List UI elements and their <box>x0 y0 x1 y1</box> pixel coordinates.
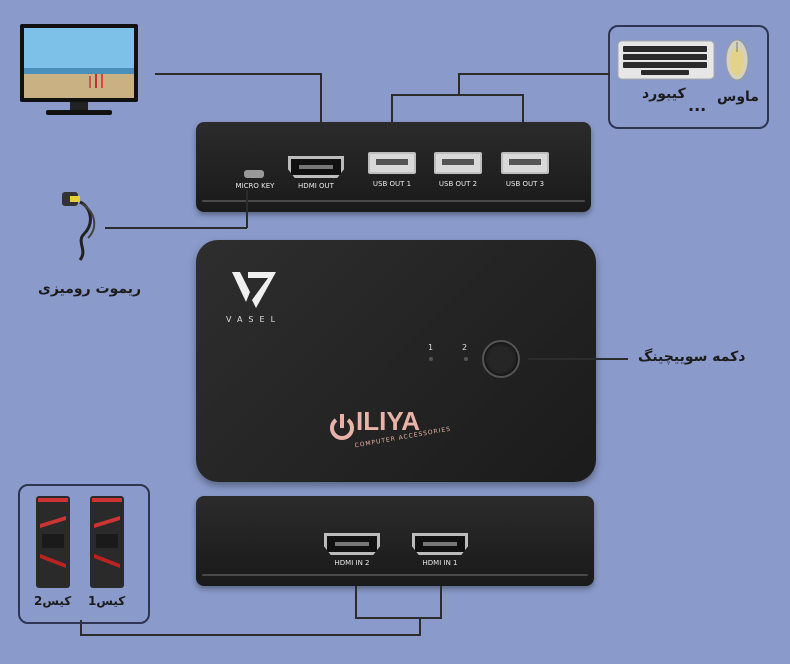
remote-connector-drop <box>246 190 248 228</box>
switch-input-panel: HDMI IN 2 HDMI IN 1 <box>196 496 594 586</box>
mouse-label: ماوس <box>717 89 759 105</box>
hdmi-out-port <box>288 156 344 178</box>
usb-connector-drop <box>458 73 460 95</box>
mouse-image <box>725 38 749 82</box>
led-1-label: 1 <box>428 343 434 352</box>
micro-key-port <box>244 170 264 178</box>
case-2-label: کیس2 <box>34 594 72 608</box>
keyboard-image <box>617 40 717 82</box>
remote-image <box>58 188 108 268</box>
usb-bracket-right <box>522 94 524 122</box>
hdmi-in-1-port <box>412 533 468 555</box>
usb-out-1-port <box>368 152 416 174</box>
cases-box <box>18 484 150 624</box>
remote-connector-line <box>105 227 247 229</box>
remote-label: ریموت رومیزی <box>38 281 142 297</box>
hdmi-in-bracket-right <box>440 586 442 618</box>
hdmi-in-2-label: HDMI IN 2 <box>334 559 370 567</box>
vasel-brand-text: VASEL <box>226 315 282 324</box>
cases-connector-line <box>80 634 421 636</box>
usb-out-1-label: USB OUT 1 <box>372 180 412 188</box>
usb-connector-top <box>458 73 610 75</box>
vasel-logo-icon <box>230 270 278 310</box>
peripherals-box <box>608 25 769 129</box>
more-devices-label: ... <box>688 96 707 115</box>
cases-connector-drop <box>419 617 421 635</box>
usb-bracket-top <box>391 94 523 96</box>
micro-key-label: MICRO KEY <box>235 182 275 190</box>
hdmi-in-2-port <box>324 533 380 555</box>
hdmi-in-bracket-bottom <box>355 617 442 619</box>
switch-button[interactable] <box>482 340 520 378</box>
usb-out-2-port <box>434 152 482 174</box>
switch-button-connector <box>528 358 628 360</box>
switch-button-label: دکمه سوییچینگ <box>638 349 746 365</box>
iliya-logo-text: ILIYA <box>356 406 421 436</box>
usb-out-2-label: USB OUT 2 <box>438 180 478 188</box>
usb-out-3-port <box>501 152 549 174</box>
case-1-label: کیس1 <box>88 594 126 608</box>
monitor-image <box>18 22 140 122</box>
led-2-label: 2 <box>462 343 468 352</box>
hdmi-in-1-label: HDMI IN 1 <box>422 559 458 567</box>
monitor-connector-drop <box>320 73 322 123</box>
hdmi-in-bracket-left <box>355 586 357 618</box>
usb-out-3-label: USB OUT 3 <box>505 180 545 188</box>
monitor-connector-line <box>155 73 321 75</box>
switch-top-panel: VASEL 1 2 ILIYA COMPUTER ACCESSORIES <box>196 240 596 482</box>
switch-back-panel: MICRO KEY HDMI OUT USB OUT 1 USB OUT 2 U… <box>196 122 591 212</box>
case-2-image <box>34 494 74 590</box>
keyboard-label: کیبورد <box>642 86 686 102</box>
case-1-image <box>88 494 128 590</box>
iliya-power-icon <box>330 412 354 440</box>
led-1-indicator <box>429 357 433 361</box>
led-2-indicator <box>464 357 468 361</box>
usb-bracket-left <box>391 94 393 122</box>
hdmi-out-label: HDMI OUT <box>298 182 334 190</box>
cases-connector-up <box>80 620 82 636</box>
